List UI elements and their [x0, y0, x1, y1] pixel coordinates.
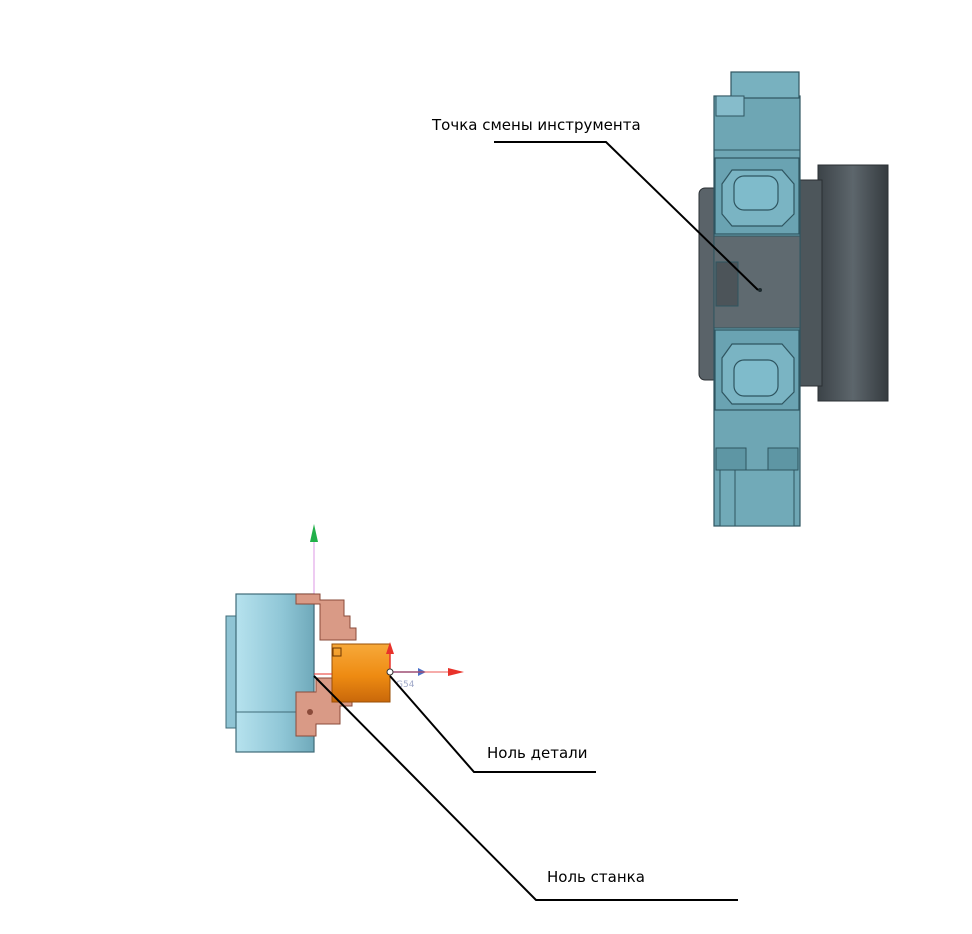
tool-holder-lower-bolt — [733, 359, 779, 397]
spindle-chuck-assembly: G54 — [225, 524, 464, 753]
turret-hub-collar — [797, 179, 823, 387]
jaw-screw — [307, 709, 313, 715]
workpiece — [331, 643, 391, 703]
tool-holder-upper-bolt — [733, 175, 779, 211]
turret-center-window — [715, 261, 739, 307]
turret-clamp-right — [767, 447, 799, 471]
tool-turret — [698, 71, 889, 527]
y-axis-arrowhead — [310, 524, 318, 542]
workpiece-notch — [332, 647, 342, 657]
turret-top-block — [730, 71, 800, 99]
leader-tool-change — [494, 141, 759, 291]
part-zero-label: Ноль детали — [487, 744, 588, 762]
part-vertical-arrowhead — [386, 642, 394, 654]
x-axis-arrowhead — [448, 668, 464, 676]
tool-change-point-marker — [758, 288, 762, 292]
tool-change-point-label: Точка смены инструмента — [432, 116, 641, 134]
turret-clamp-left — [715, 447, 747, 471]
work-offset-label: G54 — [396, 680, 415, 690]
turret-hub — [817, 164, 889, 402]
leader-machine-zero — [313, 675, 738, 901]
machine-zero-label: Ноль станка — [547, 868, 645, 886]
callout-leaders — [313, 141, 759, 901]
leader-part-zero — [389, 675, 596, 773]
part-zero-marker — [386, 668, 394, 676]
chuck-jaw-upper — [295, 593, 357, 641]
turret-bottom-block — [719, 469, 795, 527]
turret-top-step — [715, 95, 745, 117]
